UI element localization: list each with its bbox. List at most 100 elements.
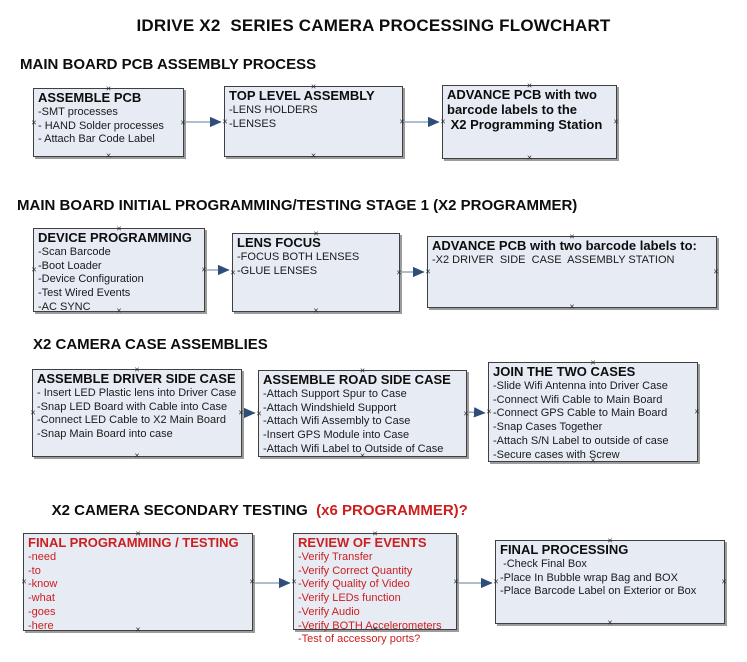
flow-box-assemble-pcb: × × × × ASSEMBLE PCB -SMT processes- HAN… — [31, 84, 186, 160]
box-item: -GLUE LENSES — [237, 264, 318, 277]
box-item: -Check Final Box — [500, 557, 587, 570]
box-item: - Insert LED Plastic lens into Driver Ca… — [37, 386, 237, 399]
box-title: ADVANCE PCB with two barcode labels to: — [432, 238, 697, 253]
box-item: -what — [28, 592, 55, 605]
box-item: -AC SYNC — [38, 300, 91, 313]
connection-point-icon: × — [721, 576, 727, 587]
connection-point-icon: × — [313, 305, 319, 316]
flow-box-review-of-events: × × × × REVIEW OF EVENTS -Verify Transfe… — [291, 529, 458, 645]
connection-point-icon: × — [569, 301, 575, 312]
box-items: -FOCUS BOTH LENSES-GLUE LENSES — [237, 251, 395, 279]
box-item: -FOCUS BOTH LENSES — [237, 250, 360, 263]
flow-box-assemble-road-side-case: × × × × ASSEMBLE ROAD SIDE CASE -Attach … — [256, 366, 469, 460]
section-heading-red-part: (x6 PROGRAMMER)? — [316, 502, 468, 519]
connection-point-icon: × — [399, 116, 405, 126]
box-item: -Boot Loader — [38, 259, 102, 272]
connection-point-icon: × — [613, 116, 619, 127]
box-item: -Test Wired Events — [38, 287, 131, 300]
box-item: -to — [28, 564, 41, 577]
box-item: -know — [28, 578, 58, 591]
box-item: -LENS HOLDERS — [229, 103, 318, 116]
box-title: ASSEMBLE PCB — [38, 90, 142, 105]
box-item: -Snap Main Board into case — [37, 428, 173, 441]
flow-box-device-programming: × × × × DEVICE PROGRAMMING -Scan Barcode… — [31, 224, 207, 315]
box-title: FINAL PROGRAMMING / TESTING — [28, 535, 239, 550]
box-title: LENS FOCUS — [237, 235, 321, 250]
box-item: -Secure cases with Screw — [493, 448, 620, 461]
box-item: -Attach Wifi Label to Outside of Case — [263, 442, 444, 455]
box-item: -here — [28, 619, 54, 632]
box-item: -Attach Support Spur to Case — [263, 387, 407, 400]
box-item: -Verify LEDs function — [298, 592, 401, 605]
connection-point-icon: × — [396, 267, 402, 277]
flow-box-lens-focus: × × × × LENS FOCUS -FOCUS BOTH LENSES-GL… — [230, 229, 402, 315]
box-item: -Verify Quality of Video — [298, 578, 410, 591]
box-items: -Attach Support Spur to Case-Attach Wind… — [263, 388, 462, 457]
connection-point-icon: × — [230, 267, 236, 277]
connection-point-icon: × — [31, 264, 37, 275]
box-item: - Attach Bar Code Label — [38, 133, 155, 146]
connection-point-icon: × — [180, 117, 186, 127]
connection-point-icon: × — [30, 407, 36, 418]
connection-point-icon: × — [201, 264, 207, 275]
flow-box-advance-pcb-programming-station: × × × × ADVANCE PCB with two barcode lab… — [440, 81, 619, 162]
box-item: -Snap LED Board with Cable into Case — [37, 400, 228, 413]
box-items: -SMT processes- HAND Solder processes- A… — [38, 106, 179, 147]
connection-point-icon: × — [291, 576, 297, 586]
box-item: -SMT processes — [38, 105, 118, 118]
connection-point-icon: × — [238, 407, 244, 418]
box-title: ASSEMBLE ROAD SIDE CASE — [263, 372, 451, 387]
connection-point-icon: × — [607, 617, 613, 628]
box-title: FINAL PROCESSING — [500, 542, 629, 557]
box-title: TOP LEVEL ASSEMBLY — [229, 88, 375, 103]
flow-box-assemble-driver-side-case: × × × × ASSEMBLE DRIVER SIDE CASE - Inse… — [30, 365, 244, 460]
connection-point-icon: × — [249, 576, 255, 587]
box-item: -Test of accessory ports? — [298, 633, 421, 646]
connection-point-icon: × — [713, 266, 719, 277]
box-item: -Place In Bubble wrap Bag and BOX — [500, 571, 678, 584]
box-title: REVIEW OF EVENTS — [298, 535, 427, 550]
box-items: -need-to-know-what-goes-here — [28, 551, 248, 634]
box-item: -Device Configuration — [38, 273, 144, 286]
box-items: -Scan Barcode-Boot Loader-Device Configu… — [38, 246, 200, 315]
box-item: -Place Barcode Label on Exterior or Box — [500, 585, 697, 598]
flow-box-final-processing: × × × × FINAL PROCESSING -Check Final Bo… — [493, 536, 727, 627]
box-item: -Attach Wifi Assembly to Case — [263, 415, 411, 428]
page-title: IDRIVE X2 SERIES CAMERA PROCESSING FLOWC… — [136, 16, 611, 35]
connection-point-icon: × — [493, 576, 499, 587]
box-items: - Insert LED Plastic lens into Driver Ca… — [37, 387, 237, 442]
box-items: -X2 DRIVER SIDE CASE ASSEMBLY STATION — [432, 254, 712, 268]
connection-point-icon: × — [463, 408, 469, 418]
section-heading-pcb-assembly: MAIN BOARD PCB ASSEMBLY PROCESS — [20, 56, 317, 73]
connection-point-icon: × — [31, 117, 37, 127]
connection-point-icon: × — [425, 266, 431, 277]
box-item: -Connect GPS Cable to Main Board — [493, 407, 668, 420]
box-item: -Insert GPS Module into Case — [263, 429, 410, 442]
section-heading-initial-programming: MAIN BOARD INITIAL PROGRAMMING/TESTING S… — [17, 197, 578, 214]
box-title: JOIN THE TWO CASES — [493, 364, 636, 379]
flow-box-top-level-assembly: × × × × TOP LEVEL ASSEMBLY -LENS HOLDERS… — [222, 82, 405, 160]
box-item: -Snap Cases Together — [493, 421, 603, 434]
box-item: -LENSES — [229, 117, 277, 130]
flow-box-join-two-cases: × × × × JOIN THE TWO CASES -Slide Wifi A… — [486, 358, 700, 465]
connection-point-icon: × — [256, 408, 262, 418]
box-item: -goes — [28, 605, 56, 618]
box-title: ADVANCE PCB with two barcode labels to t… — [447, 87, 603, 132]
box-item: -Slide Wifi Antenna into Driver Case — [493, 379, 668, 392]
box-item: -Attach S/N Label to outside of case — [493, 434, 669, 447]
box-items: -Slide Wifi Antenna into Driver Case -Con… — [493, 380, 693, 463]
connection-point-icon: × — [134, 450, 140, 461]
box-title: DEVICE PROGRAMMING — [38, 230, 192, 245]
box-item: - HAND Solder processes — [38, 119, 164, 132]
box-item: -Verify Audio — [298, 605, 360, 618]
connection-point-icon: × — [526, 152, 533, 163]
connection-point-icon: × — [694, 406, 700, 417]
box-item: -need — [28, 550, 57, 563]
section-heading-case-assemblies: X2 CAMERA CASE ASSEMBLIES — [33, 336, 268, 353]
flow-box-advance-pcb-driver-side: × × × × ADVANCE PCB with two barcode lab… — [425, 232, 719, 311]
connection-point-icon: × — [310, 150, 317, 161]
connection-point-icon: × — [222, 116, 228, 126]
box-item: -Scan Barcode — [38, 245, 111, 258]
connection-point-icon: × — [486, 406, 492, 417]
